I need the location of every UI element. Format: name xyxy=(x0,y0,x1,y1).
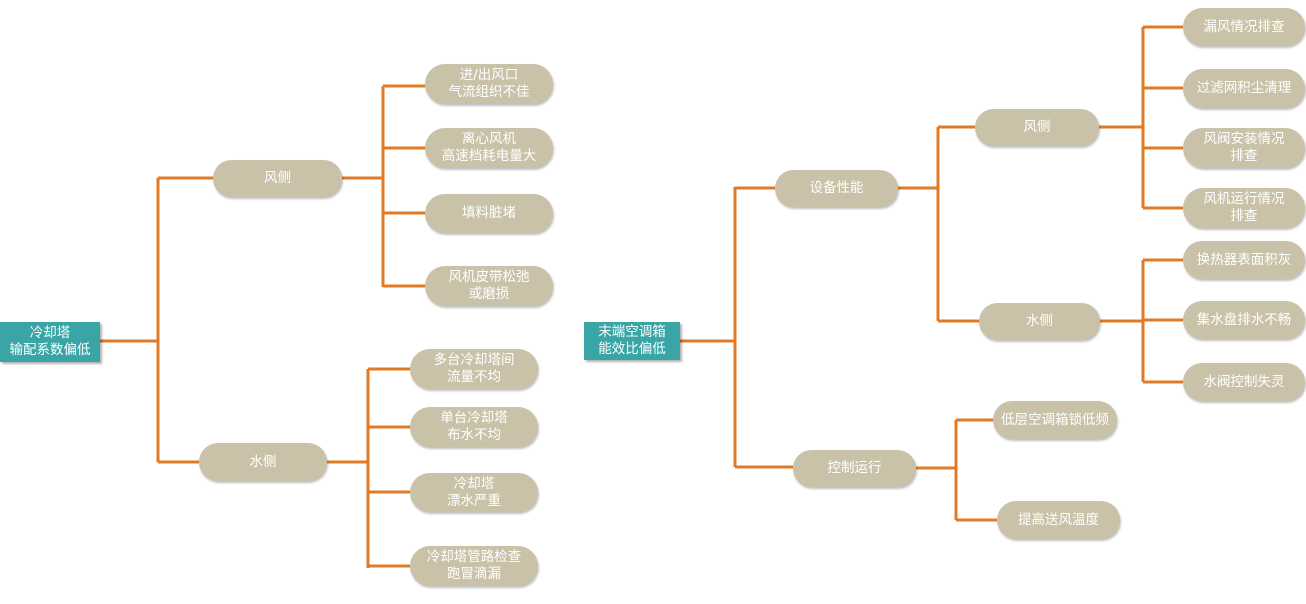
node-single-tower-distribution[interactable]: 单台冷却塔 布水不均 xyxy=(410,407,538,447)
node-low-floor-ahu[interactable]: 低层空调箱锁低频 xyxy=(993,401,1117,439)
node-left-water-side[interactable]: 水侧 xyxy=(199,443,327,481)
node-equipment-performance[interactable]: 设备性能 xyxy=(775,170,898,207)
node-right-wind-side[interactable]: 风侧 xyxy=(975,109,1099,146)
node-left-wind-side[interactable]: 风侧 xyxy=(213,160,342,197)
node-air-leak-check[interactable]: 漏风情况排查 xyxy=(1183,8,1305,46)
root-cooling-tower[interactable]: 冷却塔 输配系数偏低 xyxy=(0,322,100,362)
node-right-water-side[interactable]: 水侧 xyxy=(979,303,1100,340)
node-multi-tower-flow[interactable]: 多台冷却塔间 流量不均 xyxy=(410,349,538,389)
node-drift-loss[interactable]: 冷却塔 漂水严重 xyxy=(410,473,538,512)
node-damper-check[interactable]: 风阀安装情况 排查 xyxy=(1183,128,1305,168)
node-raise-supply-temp[interactable]: 提高送风温度 xyxy=(997,501,1120,539)
node-fan-operation-check[interactable]: 风机运行情况 排查 xyxy=(1183,188,1305,228)
node-drain-pan[interactable]: 集水盘排水不畅 xyxy=(1183,301,1305,339)
node-centrifugal-fan[interactable]: 离心风机 高速档耗电量大 xyxy=(425,128,553,168)
node-filter-cleaning[interactable]: 过滤网积尘清理 xyxy=(1183,69,1305,108)
node-fan-belt[interactable]: 风机皮带松弛 或磨损 xyxy=(425,266,553,306)
node-coil-dust[interactable]: 换热器表面积灰 xyxy=(1183,241,1305,279)
node-valve-control[interactable]: 水阀控制失灵 xyxy=(1183,363,1305,401)
root-terminal-ahu[interactable]: 末端空调箱 能效比偏低 xyxy=(584,322,680,360)
node-fill-clogged[interactable]: 填料脏堵 xyxy=(425,194,553,233)
node-control-operation[interactable]: 控制运行 xyxy=(793,450,916,487)
node-pipe-leak[interactable]: 冷却塔管路检查 跑冒滴漏 xyxy=(410,546,538,586)
node-airflow-inlet-outlet[interactable]: 进/出风口 气流组织不佳 xyxy=(425,64,553,104)
